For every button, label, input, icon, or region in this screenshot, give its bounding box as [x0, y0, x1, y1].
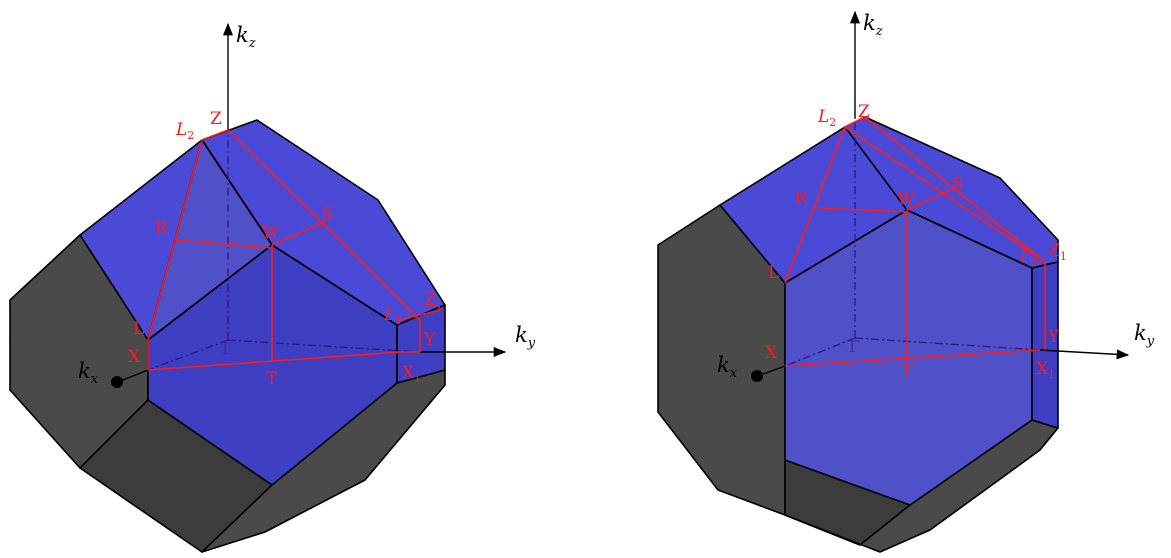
point-X1: X1 — [402, 363, 421, 385]
point-S-right: S — [952, 174, 964, 194]
point-L-right: L — [768, 263, 779, 283]
ky-label-right: ky — [1134, 321, 1155, 349]
point-Z: Z — [210, 109, 222, 129]
kx-axis-end-dot — [111, 376, 123, 388]
point-Z-right: Z — [858, 102, 870, 122]
point-X1-right: X1 — [1036, 359, 1055, 381]
point-Y: Y — [423, 330, 436, 350]
kx-axis — [117, 369, 149, 383]
left-brillouin-zone: kz ky kx L2 Z R W S L L1 Z1 Y X Γ T X1 — [9, 22, 536, 553]
kx-label-right: kx — [717, 353, 738, 381]
kx-axis-hidden-right — [784, 337, 856, 367]
point-W-right: W — [897, 189, 915, 209]
edge-w-l2 — [201, 139, 273, 246]
symmetry-path-left — [147, 129, 441, 371]
point-L2: L2 — [175, 120, 194, 142]
point-X-right: X — [765, 343, 778, 363]
point-L2-right: L2 — [817, 107, 836, 129]
point-Gamma-right: Γ — [849, 337, 860, 356]
point-L1: L1 — [383, 305, 402, 327]
point-L: L — [133, 319, 144, 339]
point-X: X — [128, 347, 141, 367]
point-Y-right: Y — [1047, 327, 1060, 347]
symmetry-path-right — [784, 116, 1046, 367]
point-T-right: T — [901, 361, 913, 381]
kx-axis-end-dot-right — [751, 370, 763, 382]
ky-axis-right — [1039, 349, 1130, 360]
point-W: W — [262, 223, 280, 243]
point-Z1-right: Z1 — [1048, 241, 1067, 263]
blue-face-side — [396, 304, 446, 384]
ky-axis-hidden — [227, 339, 421, 353]
point-Gamma: Γ — [222, 339, 233, 358]
kz-label-right: kz — [863, 11, 883, 39]
point-Z1: Z1 — [424, 290, 443, 312]
point-S: S — [322, 204, 334, 224]
point-T: T — [266, 369, 278, 389]
kx-label: kx — [78, 359, 99, 387]
kx-axis-hidden — [147, 339, 229, 371]
point-R-right: R — [795, 189, 809, 209]
ky-label: ky — [515, 323, 536, 351]
right-brillouin-zone: kz ky kx L2 Z R W S L L1 Z1 Y X Γ T X1 — [657, 10, 1155, 553]
kz-label: kz — [236, 23, 256, 51]
point-R: R — [155, 219, 169, 239]
point-L1-right: L1 — [1019, 247, 1038, 269]
ky-axis-hidden-right — [854, 337, 1041, 351]
